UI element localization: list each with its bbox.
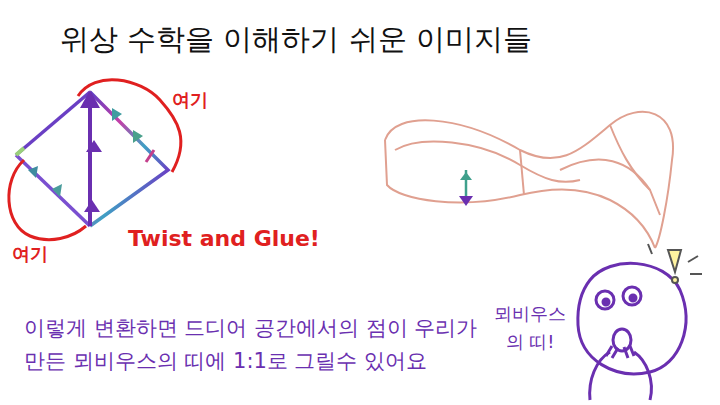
surprise-marks	[648, 244, 702, 283]
character	[578, 263, 686, 400]
square-net	[16, 90, 168, 226]
callout-here: 여기	[12, 240, 48, 268]
callout-here: 여기	[172, 86, 208, 114]
strip-arrow	[459, 170, 473, 206]
mobius-strip	[385, 112, 673, 248]
exclamation-note: 뫼비우스의 띠!	[486, 300, 574, 356]
page-title: 위상 수학을 이해하기 쉬운 이미지들	[60, 20, 532, 60]
action-note: Twist and Glue!	[128, 222, 320, 256]
highlight-arc	[9, 160, 86, 240]
highlight-arc	[78, 80, 181, 172]
explanation-note: 이렇게 변환하면 드디어 공간에서의 점이 우리가 만든 뫼비우스의 띠에 1:…	[24, 312, 494, 377]
